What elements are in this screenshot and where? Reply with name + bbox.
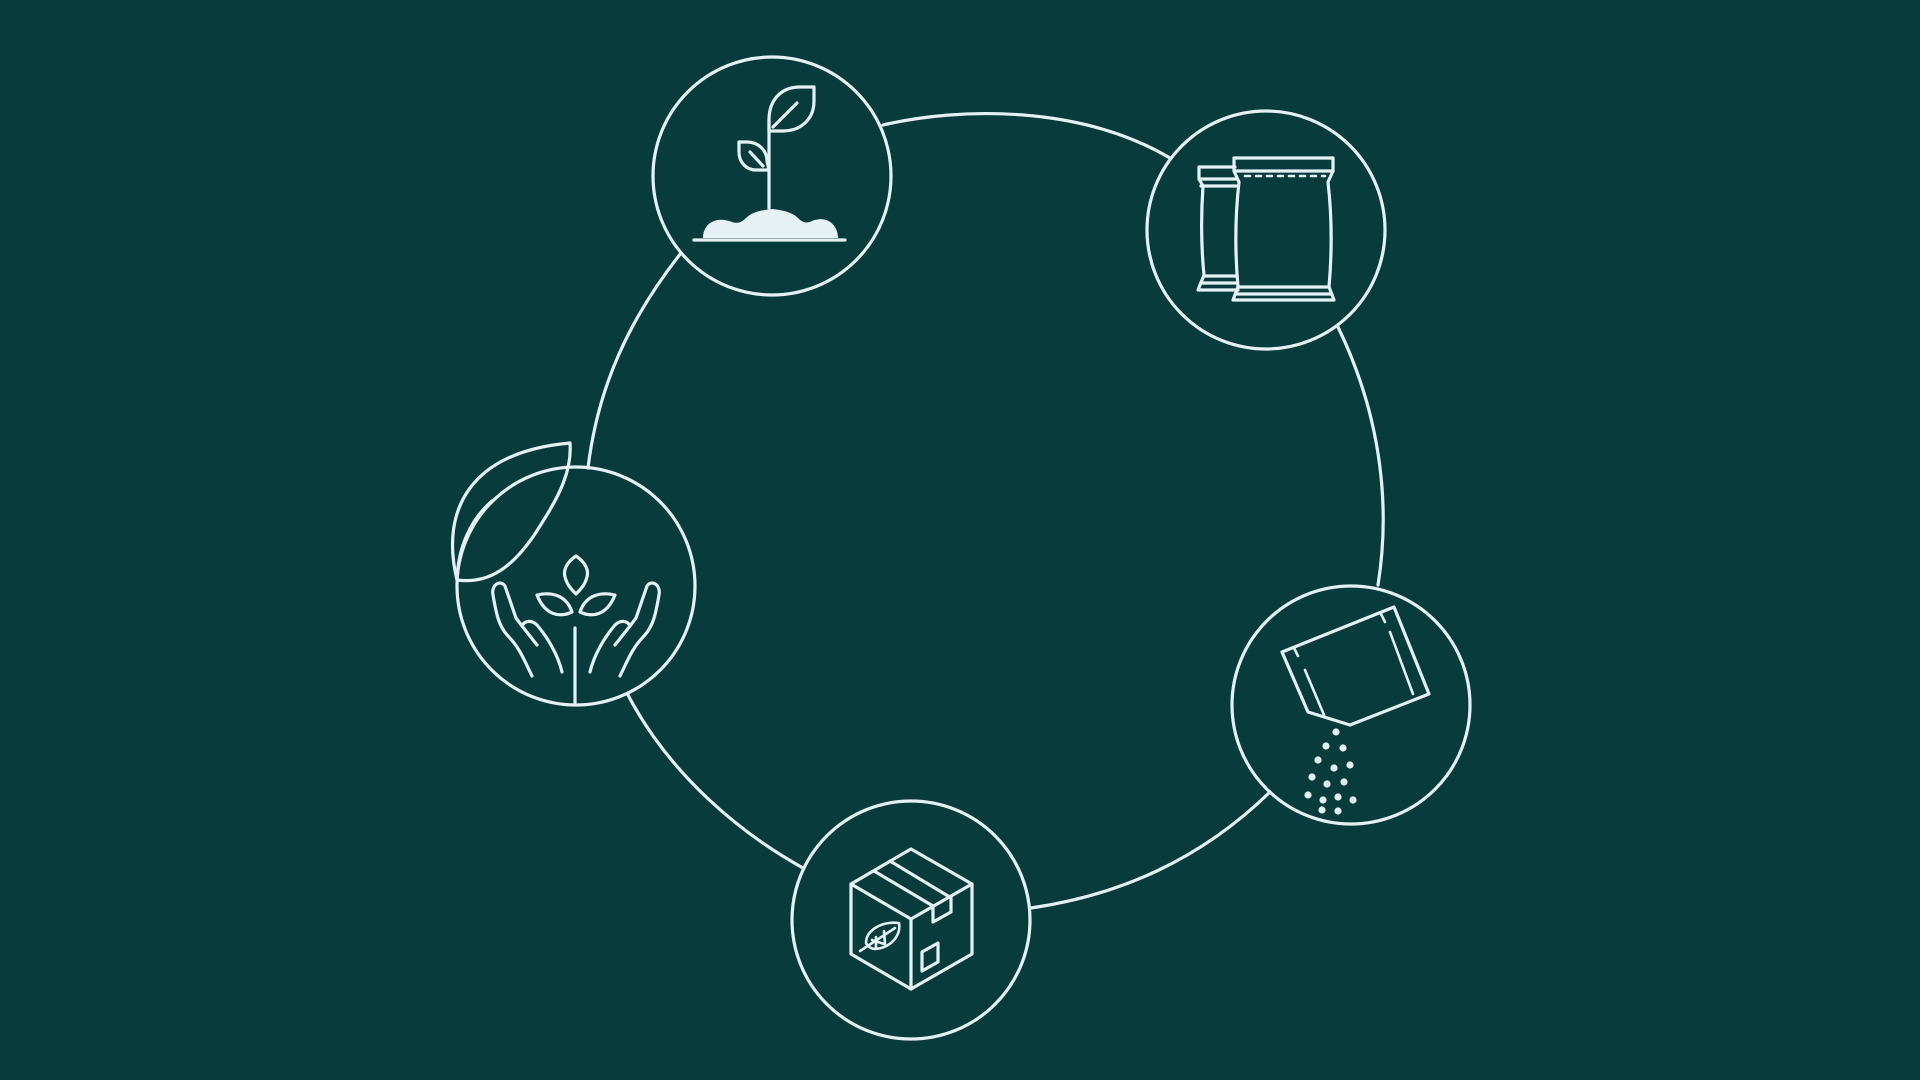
node-circle [651,55,893,297]
seed-dot [1323,780,1331,788]
node-circle [455,465,697,707]
cycle-node-pouring-seeds [1230,584,1472,826]
ring-segment [586,251,683,470]
cycle-node-seedling [651,55,893,297]
seed-dot [1334,793,1342,801]
node-circle [1145,109,1387,351]
seed-dot [1304,791,1312,799]
ring-segment [1336,325,1385,587]
seed-dot [1339,744,1347,752]
seed-dot [1340,778,1348,786]
seed-dot [1346,761,1354,769]
cycle-node-eco-box [790,799,1032,1041]
cycle-node-hands-plant [450,441,697,707]
ring-segment [1029,790,1272,910]
seed-dot [1319,796,1327,804]
seedling-icon [692,85,847,242]
cycle-node-seed-packets [1145,109,1387,351]
seed-packets-icon [1196,156,1336,302]
cycle-ring [586,111,1385,910]
seed-dot [1314,756,1322,764]
node-circle [790,799,1032,1041]
eco-box-icon [849,847,974,991]
seed-dot [1334,807,1342,815]
seed-dot [1332,728,1340,736]
node-circle [1230,584,1472,826]
seed-dot [1330,764,1338,772]
ring-segment [881,111,1172,160]
falling-seeds [1304,728,1357,815]
pouring-seeds-icon [1280,605,1431,815]
hands-with-plant-and-leaf-icon [450,441,661,705]
seed-dot [1308,773,1316,781]
ring-segment [626,693,805,870]
seed-dot [1318,806,1326,814]
seed-dot [1322,742,1330,750]
seed-dot [1349,796,1357,804]
